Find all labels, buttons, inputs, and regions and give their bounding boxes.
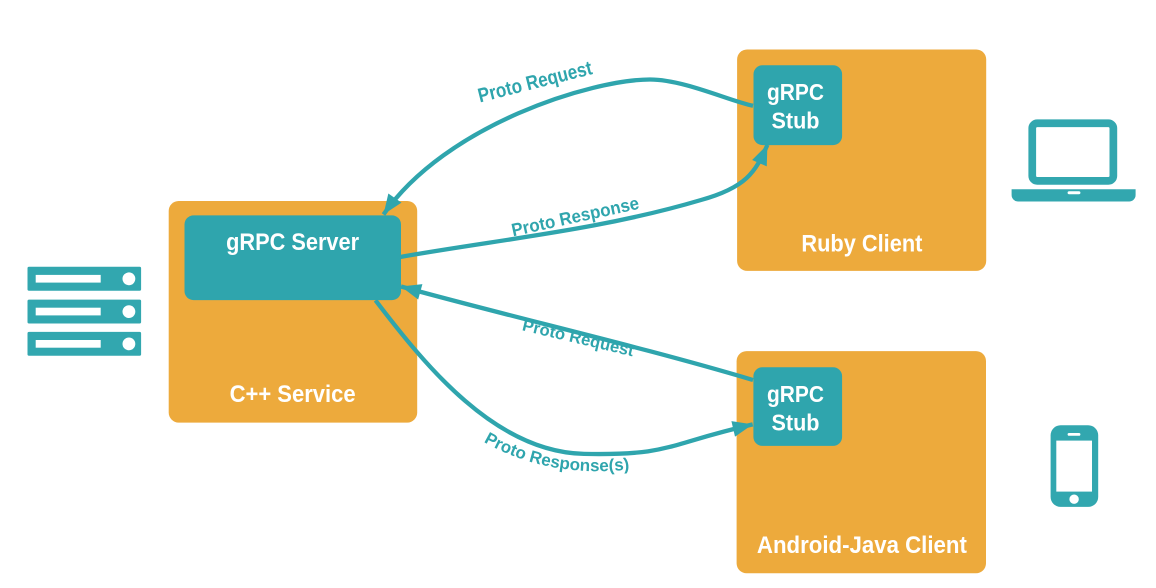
- svg-text:Stub: Stub: [772, 107, 820, 133]
- svg-text:gRPC: gRPC: [767, 79, 824, 105]
- svg-text:Ruby Client: Ruby Client: [801, 230, 922, 257]
- svg-text:Android-Java Client: Android-Java Client: [757, 532, 967, 559]
- svg-text:Proto Request: Proto Request: [476, 57, 595, 107]
- svg-text:gRPC Server: gRPC Server: [226, 229, 359, 256]
- svg-text:C++ Service: C++ Service: [230, 381, 356, 408]
- svg-text:Stub: Stub: [772, 409, 820, 435]
- svg-text:Proto Request: Proto Request: [521, 317, 637, 361]
- svg-text:gRPC: gRPC: [767, 381, 824, 407]
- svg-text:Proto Response: Proto Response: [510, 193, 641, 240]
